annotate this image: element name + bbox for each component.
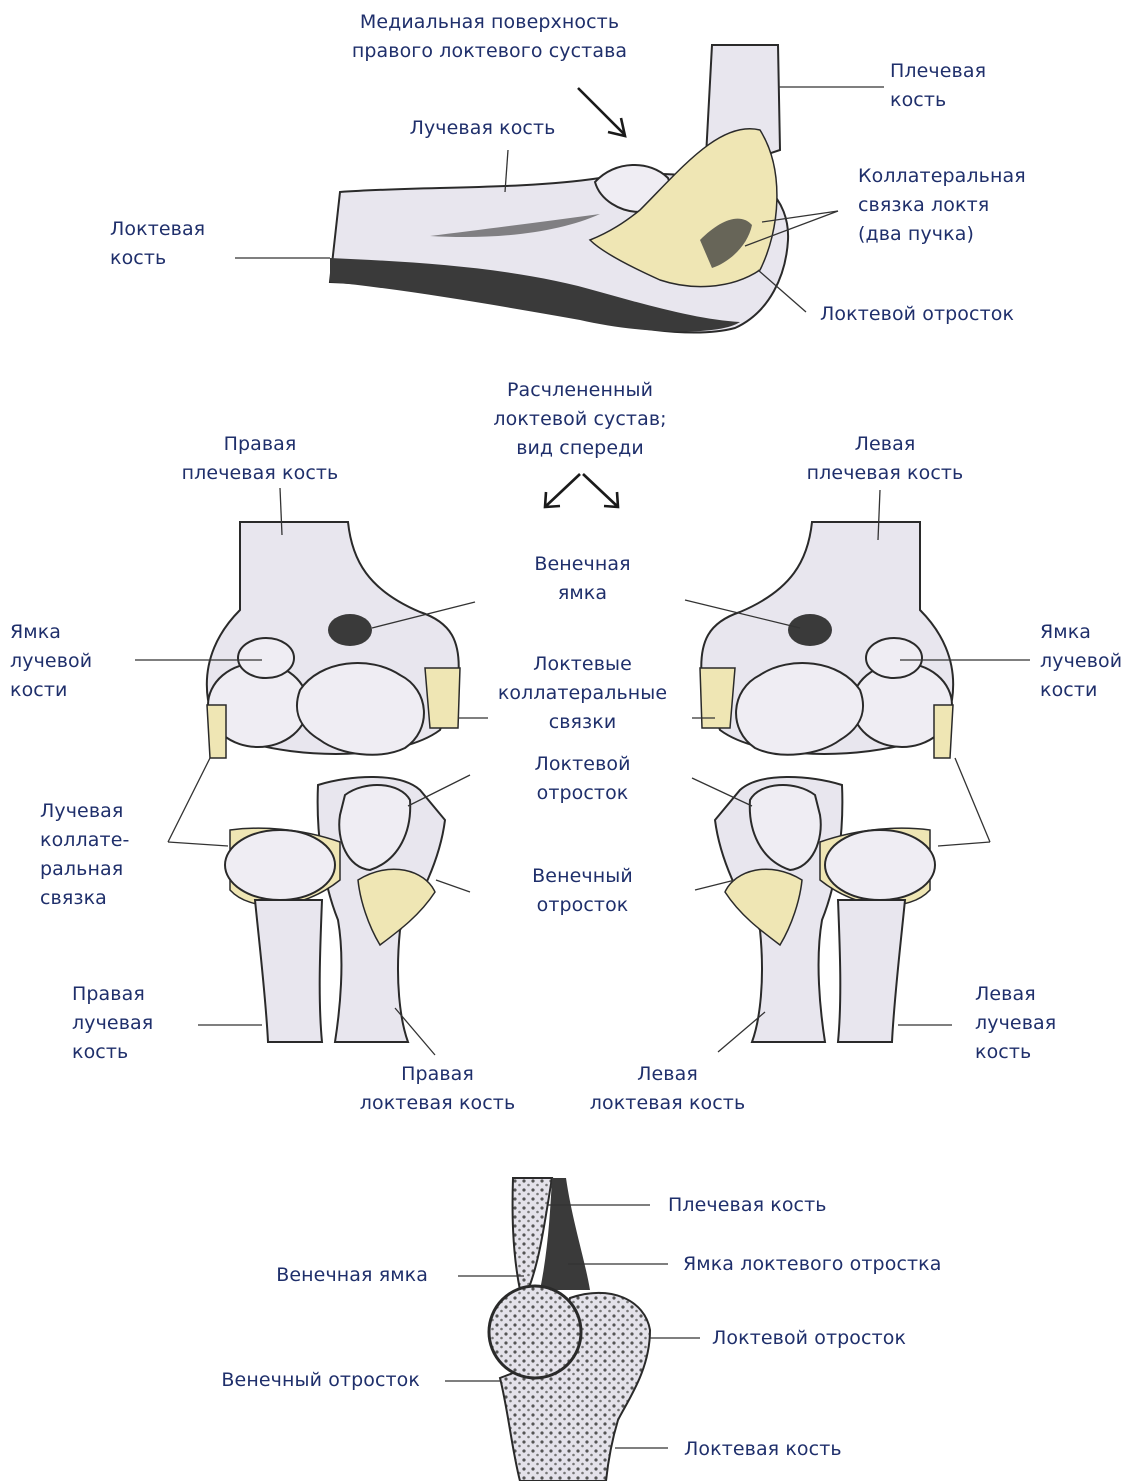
right-elbow	[207, 522, 460, 1042]
label-humerus-lateral: Плечевая кость	[890, 57, 1050, 115]
dissected-arrow-left	[546, 474, 580, 506]
right-radius-head	[225, 830, 335, 900]
left-elbow	[700, 522, 953, 1042]
label-right-ulna: Правая локтевая кость	[330, 1060, 545, 1118]
leader-right-radial-collateral-2	[168, 842, 228, 846]
label-right-humerus: Правая плечевая кость	[160, 430, 360, 488]
dissected-arrow-right	[583, 474, 617, 506]
label-dissected-joint: Расчлененный локтевой сустав; вид сперед…	[470, 376, 690, 463]
label-coronoid-fossa: Венечная ямка	[505, 550, 660, 608]
label-radial-collateral-ligament: Лучевая коллате- ральная связка	[40, 797, 170, 913]
label-ulnar-collateral-ligaments: Локтевые коллатеральные связки	[485, 650, 680, 737]
sagittal-section	[489, 1178, 650, 1481]
label-radius-lateral: Лучевая кость	[390, 114, 575, 143]
right-radius-shaft	[255, 900, 322, 1042]
leader-right-coronoid	[436, 880, 470, 892]
label-olecranon-lateral: Локтевой отросток	[820, 300, 1050, 329]
label-section-olecranon-fossa: Ямка локтевого отростка	[683, 1250, 993, 1279]
label-section-olecranon: Локтевой отросток	[712, 1324, 982, 1353]
right-radial-fossa	[238, 638, 294, 678]
right-ulnar-collateral-ligament	[425, 668, 460, 728]
label-left-radius: Левая лучевая кость	[975, 980, 1105, 1067]
label-left-humerus: Левая плечевая кость	[785, 430, 985, 488]
label-olecranon-front: Локтевой отросток	[505, 750, 660, 808]
label-radial-fossa-left: Ямка лучевой кости	[1040, 618, 1145, 705]
label-collateral-ligament: Коллатеральная связка локтя (два пучка)	[858, 162, 1058, 249]
label-right-radius: Правая лучевая кость	[72, 980, 202, 1067]
right-coronoid-fossa	[328, 614, 372, 646]
label-radial-fossa-right: Ямка лучевой кости	[10, 618, 130, 705]
label-ulna-lateral: Локтевая кость	[110, 215, 250, 273]
label-coronoid-process: Венечный отросток	[505, 862, 660, 920]
label-medial-surface: Медиальная поверхность правого локтевого…	[322, 8, 657, 66]
label-left-ulna: Левая локтевая кость	[560, 1060, 775, 1118]
section-trochlea	[489, 1286, 581, 1378]
label-section-coronoid-fossa: Венечная ямка	[200, 1261, 428, 1290]
right-radial-collateral-ligament	[207, 705, 226, 758]
leader-left-radial-collateral	[955, 758, 990, 842]
leader-left-radial-collateral-2	[938, 842, 990, 846]
label-section-humerus: Плечевая кость	[668, 1191, 928, 1220]
leader-right-radial-collateral	[168, 758, 210, 842]
lateral-view	[330, 45, 788, 333]
medial-surface-arrow	[578, 88, 624, 134]
label-section-coronoid-process: Венечный отросток	[150, 1366, 420, 1395]
label-section-ulna: Локтевая кость	[684, 1435, 894, 1464]
